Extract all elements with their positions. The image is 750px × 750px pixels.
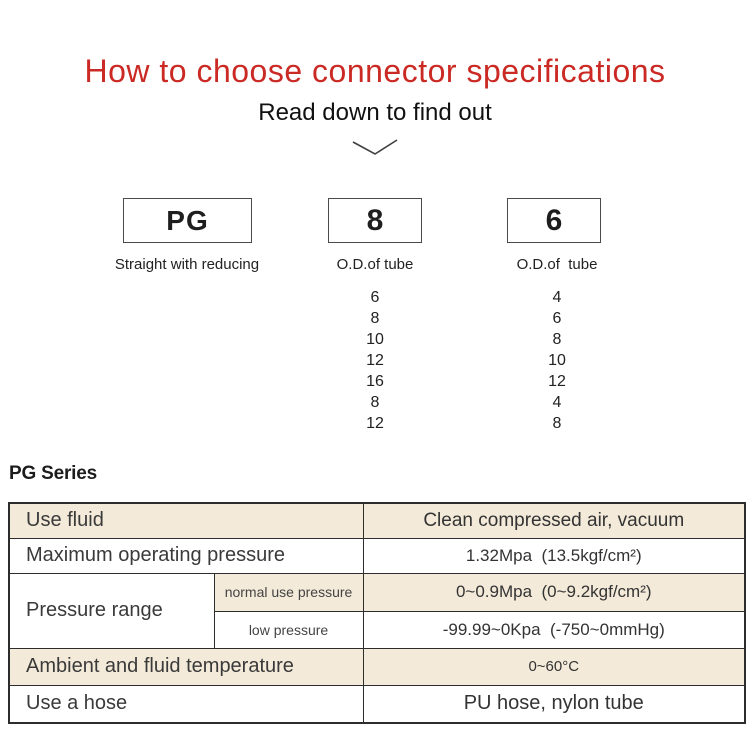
- table-row-normal-pressure: Pressure range normal use pressure 0~0.9…: [8, 572, 746, 649]
- series-heading: PG Series: [9, 463, 97, 484]
- spec-table: Use fluid Clean compressed air, vacuum M…: [8, 502, 746, 724]
- tube-size-option: 8: [552, 331, 562, 348]
- normal-pressure-label: normal use pressure: [213, 572, 364, 612]
- table-row-low-pressure: low pressure -99.99~0Kpa (-750~0mmHg): [9, 610, 746, 649]
- use-fluid-value: Clean compressed air, vacuum: [362, 502, 746, 539]
- tube-size-option: 16: [366, 373, 384, 390]
- tube-size-option: 8: [370, 394, 380, 411]
- code-box-pg-text: PG: [166, 204, 209, 236]
- code-box-6-text: 6: [545, 203, 563, 237]
- tube-size-option: 6: [370, 289, 380, 306]
- tube-size-option: 12: [366, 415, 384, 432]
- box-label-od-of-tube-1: O.D.of tube: [336, 256, 414, 273]
- tube-size-option: 8: [370, 310, 380, 327]
- tube-size-list-8: 6 8 10 12 16 8 12: [325, 287, 425, 434]
- page-title: How to choose connector specifications: [84, 53, 666, 89]
- ambient-temperature-label: Ambient and fluid temperature: [8, 647, 364, 686]
- tube-size-option: 6: [552, 310, 562, 327]
- table-row-max-pressure: Maximum operating pressure 1.32Mpa (13.5…: [8, 537, 746, 574]
- tube-size-option: 4: [552, 394, 562, 411]
- max-pressure-label: Maximum operating pressure: [8, 537, 364, 574]
- box-label-od-of-tube-2: O.D.of tube: [516, 256, 598, 273]
- hose-label: Use a hose: [8, 684, 364, 724]
- use-fluid-label: Use fluid: [8, 502, 364, 539]
- pressure-range-label: Pressure range: [8, 572, 215, 649]
- normal-pressure-value: 0~0.9Mpa (0~9.2kgf/cm²): [362, 572, 746, 612]
- low-pressure-value: -99.99~0Kpa (-750~0mmHg): [362, 610, 746, 649]
- tube-size-option: 12: [548, 373, 566, 390]
- tube-size-option: 4: [552, 289, 562, 306]
- chevron-down-icon: [352, 139, 398, 155]
- code-box-8: 8: [328, 198, 422, 243]
- tube-size-list-6: 4 6 8 10 12 4 8: [507, 287, 607, 434]
- tube-size-option: 8: [552, 415, 562, 432]
- hose-value: PU hose, nylon tube: [362, 684, 746, 724]
- table-row-use-a-hose: Use a hose PU hose, nylon tube: [8, 684, 746, 724]
- max-pressure-value: 1.32Mpa (13.5kgf/cm²): [362, 537, 746, 574]
- box-label-straight-with-reducing: Straight with reducing: [114, 256, 260, 273]
- tube-size-option: 12: [366, 352, 384, 369]
- ambient-temperature-value: 0~60°C: [362, 647, 746, 686]
- page-subtitle: Read down to find out: [258, 99, 492, 126]
- tube-size-option: 10: [548, 352, 566, 369]
- code-box-pg: PG: [123, 198, 252, 243]
- table-row-use-fluid: Use fluid Clean compressed air, vacuum: [8, 502, 746, 539]
- table-row-ambient-temperature: Ambient and fluid temperature 0~60°C: [8, 647, 746, 686]
- code-box-8-text: 8: [366, 203, 384, 237]
- tube-size-option: 10: [366, 331, 384, 348]
- code-box-6: 6: [507, 198, 601, 243]
- low-pressure-label: low pressure: [213, 610, 364, 649]
